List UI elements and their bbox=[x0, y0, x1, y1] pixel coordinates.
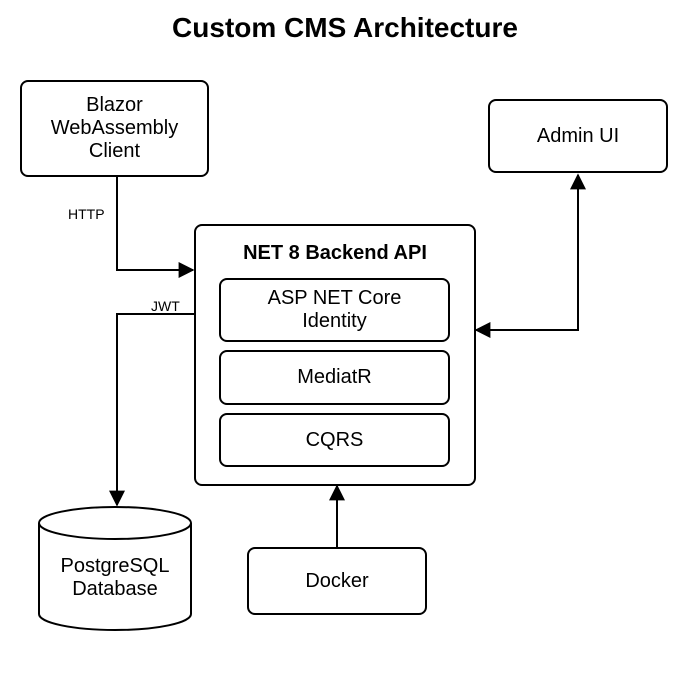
blazor-label-line-2: WebAssembly bbox=[50, 117, 179, 139]
cqrs-component: CQRS bbox=[219, 413, 450, 467]
docker-label: Docker bbox=[305, 569, 369, 592]
admin-connector bbox=[474, 173, 586, 338]
postgres-node: PostgreSQL Database bbox=[39, 555, 191, 601]
identity-component: ASP NET Core Identity bbox=[219, 278, 450, 342]
docker-node: Docker bbox=[247, 547, 427, 615]
jwt-label: JWT bbox=[151, 298, 180, 314]
postgres-label-line-2: Database bbox=[72, 578, 158, 600]
http-connector bbox=[116, 177, 195, 278]
postgres-label-line-1: PostgreSQL bbox=[60, 555, 170, 577]
mediatr-component: MediatR bbox=[219, 350, 450, 405]
admin-ui-label: Admin UI bbox=[536, 124, 620, 147]
jwt-connector bbox=[109, 313, 195, 507]
admin-ui-node: Admin UI bbox=[488, 99, 668, 173]
postgres-cylinder bbox=[38, 506, 192, 631]
diagram-title: Custom CMS Architecture bbox=[172, 12, 518, 43]
blazor-label-line-3: Client bbox=[88, 140, 141, 162]
cqrs-label: CQRS bbox=[305, 428, 364, 451]
http-label: HTTP bbox=[68, 206, 105, 222]
mediatr-label: MediatR bbox=[297, 366, 372, 388]
identity-label-line-1: ASP NET Core bbox=[267, 287, 402, 309]
blazor-label-line-1: Blazor bbox=[86, 94, 143, 116]
blazor-client-node: Blazor WebAssembly Client bbox=[20, 80, 209, 177]
identity-label-line-2: Identity bbox=[302, 310, 367, 332]
backend-api-title: NET 8 Backend API bbox=[243, 242, 427, 264]
